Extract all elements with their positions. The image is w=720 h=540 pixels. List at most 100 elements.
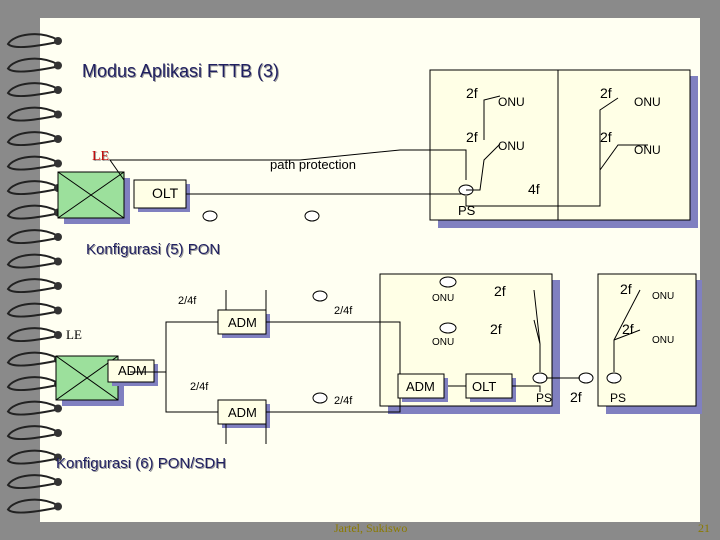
fiber-2f-label-h: 2f (622, 321, 634, 337)
spiral-ring (6, 82, 59, 98)
spiral-ring (6, 302, 59, 318)
spiral-hole (54, 478, 62, 486)
fiber-2f-up (533, 289, 541, 372)
ps-label-3: PS (610, 391, 627, 405)
fiber-2f-label-b: 2f (466, 129, 478, 145)
fiber-2f-label-f: 2f (490, 321, 502, 337)
switch-cross-b (57, 171, 125, 219)
ps2-coupler (532, 372, 548, 384)
adm-label-top: ADM (228, 315, 257, 330)
adm-label-left: ADM (118, 363, 147, 378)
spiral-ring (6, 155, 59, 171)
olt-box (133, 179, 187, 209)
spiral-hole (54, 37, 62, 45)
ps4-coupler (606, 372, 622, 384)
heading-konfigurasi-5: Konfigurasi (5) PON (86, 241, 221, 258)
fiber-24f-label-d: 2/4f (334, 395, 353, 407)
ring-left-bottom (165, 372, 218, 413)
adm-left (107, 359, 155, 383)
spiral-ring (6, 33, 59, 49)
spiral-hole (54, 257, 62, 266)
spiral-ring (6, 57, 59, 73)
spiral-ring (6, 400, 59, 416)
onu-coupler-2 (439, 322, 457, 334)
adm-label-bottom: ADM (228, 405, 257, 420)
onu-label-2: ONU (498, 139, 525, 153)
onu-label-7: ONU (652, 291, 675, 302)
fiber-2f-c (599, 97, 619, 170)
spiral-ring (6, 498, 59, 514)
onu-label-5: ONU (432, 293, 455, 304)
spiral-hole (54, 429, 62, 437)
spiral-ring (6, 106, 59, 122)
spiral-ring (6, 425, 59, 441)
spiral-hole (54, 453, 62, 462)
spiral-hole (54, 61, 62, 70)
spiral-hole (54, 233, 62, 241)
le-label-1: LE (92, 149, 110, 164)
fiber-2f-label-c: 2f (600, 85, 612, 101)
building-4 (597, 273, 697, 407)
fiber-4f (465, 144, 648, 207)
ring-right-bottom (266, 398, 401, 413)
fiber-4f-label: 4f (528, 181, 540, 197)
spiral-hole (54, 159, 62, 168)
page-number: 21 (698, 521, 710, 535)
spiral-hole (54, 135, 62, 143)
fiber-2f-b (483, 95, 501, 140)
slide-title: Modus Aplikasi FTTB (3) (82, 61, 280, 81)
ring-right-top (266, 321, 401, 374)
coupler-1 (304, 210, 320, 222)
ring-left-top (130, 321, 218, 373)
spiral-hole (54, 86, 62, 94)
spiral-hole (54, 282, 62, 290)
fiber-24f-label-a: 2/4f (178, 295, 197, 307)
spiral-ring (6, 204, 59, 220)
fiber-2f-label-g: 2f (620, 281, 632, 297)
le-label-2: LE (66, 327, 82, 342)
spiral-hole (54, 404, 62, 413)
adm-top (217, 309, 267, 335)
path-protection-label: path protection (270, 157, 357, 172)
onu-label-8: ONU (652, 335, 675, 346)
fiber-2f-up-right (613, 289, 641, 372)
spiral-ring (6, 376, 59, 392)
footer-author: Jartel, Sukiswo (334, 521, 408, 535)
onu-label-4: ONU (634, 143, 661, 157)
spiral-ring (6, 253, 59, 269)
fiber-2f-label-i: 2f (570, 389, 582, 405)
adm-right (397, 373, 445, 399)
olt-label-1: OLT (152, 185, 179, 201)
onu-coupler-1 (439, 276, 457, 288)
caption-konfigurasi-6: Konfigurasi (6) PON/SDH (56, 455, 227, 472)
coupler-2 (202, 210, 218, 222)
ps-label-2: PS (536, 391, 553, 405)
spiral-hole (54, 331, 62, 339)
olt-label-2: OLT (472, 379, 497, 394)
onu-label-1: ONU (498, 95, 525, 109)
onu-label-6: ONU (432, 337, 455, 348)
ps3-coupler (578, 372, 594, 384)
fiber-2f-label-a: 2f (466, 85, 478, 101)
olt-ps-link (512, 385, 541, 392)
fiber-2f-a (466, 143, 501, 191)
fiber-2f-label-d: 2f (600, 129, 612, 145)
spiral-hole (54, 110, 62, 119)
spiral-ring (6, 180, 59, 196)
fiber-path-protection (109, 149, 467, 181)
spiral-ring (6, 131, 59, 147)
fiber-24f-label-c: 2/4f (190, 381, 209, 393)
coupler-4 (312, 392, 328, 404)
spiral-ring (6, 229, 59, 245)
ps-label-1: PS (458, 203, 476, 218)
spiral-hole (54, 306, 62, 315)
spiral-ring (6, 449, 59, 465)
onu-label-3: ONU (634, 95, 661, 109)
adm-label-right: ADM (406, 379, 435, 394)
spiral-ring (6, 474, 59, 490)
spiral-hole (54, 502, 62, 511)
spiral-ring (6, 327, 59, 343)
spiral-ring (6, 351, 59, 367)
spiral-ring (6, 278, 59, 294)
